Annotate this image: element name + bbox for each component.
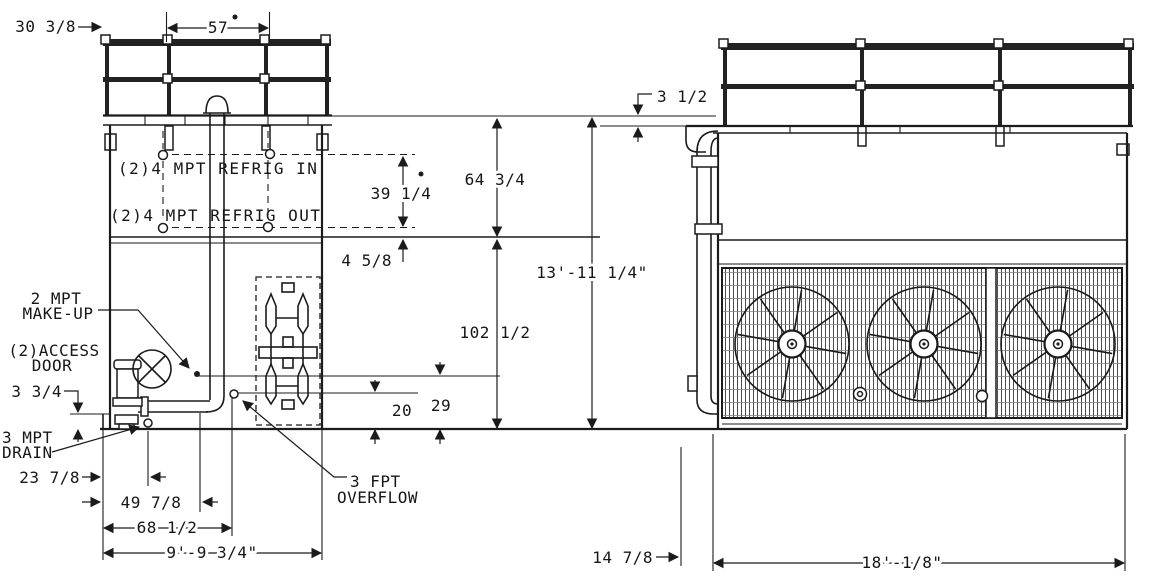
refrig-connections xyxy=(157,131,415,234)
pipe-hood xyxy=(685,126,706,153)
dim-makeup-height: 29 xyxy=(431,396,451,415)
label-makeup-line1: 2 MPT xyxy=(31,289,82,308)
right-railing xyxy=(718,38,1134,156)
access-door-symbol xyxy=(132,349,172,389)
left-view xyxy=(70,34,1127,431)
dim-refrig-spacing: 39 1/4 xyxy=(371,184,432,203)
dim-pump-offset: 49 7/8 xyxy=(121,493,182,512)
label-access-line1: (2)ACCESS xyxy=(8,341,99,360)
drain-bung-icon xyxy=(975,389,989,403)
refrig-out-port xyxy=(157,222,169,234)
asterisk-marker xyxy=(418,171,424,177)
refrig-in-port xyxy=(264,148,276,160)
label-refrig-out: (2)4 MPT REFRIG OUT xyxy=(110,206,322,225)
dim-overall-height: 13'-11 1/4" xyxy=(536,263,647,282)
dim-overall-width: 9'-9 3/4" xyxy=(166,543,257,562)
asterisk-marker xyxy=(232,14,238,20)
drain-connection-point xyxy=(143,418,153,428)
right-view xyxy=(685,38,1134,429)
refrig-out-port xyxy=(262,221,274,233)
label-overflow-line1: 3 FPT xyxy=(350,472,401,491)
left-unit-body xyxy=(70,114,1127,431)
vent-riser-pipe xyxy=(138,95,231,417)
dim-overflow-height: 20 xyxy=(392,401,412,420)
spray-pump-assembly xyxy=(112,359,143,430)
dimensions: 30 3/8 57 (2)4 MPT REFRIG IN (2)4 MPT RE… xyxy=(2,12,1126,575)
label-refrig-in: (2)4 MPT REFRIG IN xyxy=(118,159,318,178)
dim-upper-section: 64 3/4 xyxy=(465,170,526,189)
right-unit-body xyxy=(685,124,1133,429)
dim-overflow-offset: 68 1/2 xyxy=(137,518,198,537)
label-access-line2: DOOR xyxy=(32,356,73,375)
dim-overall-length: 18'-1/8" xyxy=(861,553,942,572)
makeup-connection-point xyxy=(194,371,200,377)
label-overflow-line2: OVERFLOW xyxy=(337,488,418,507)
dim-post-spacing: 57 xyxy=(208,18,228,37)
dim-lower-section: 102 1/2 xyxy=(460,323,531,342)
grille-divider xyxy=(985,267,997,419)
label-makeup-line2: MAKE-UP xyxy=(23,304,94,323)
label-drain-line2: DRAIN xyxy=(2,443,53,462)
label-drain-line1: 3 MPT xyxy=(2,428,53,447)
left-railing xyxy=(100,34,331,151)
refrig-in-port xyxy=(157,149,169,161)
dim-deck-step: 3 1/2 xyxy=(657,87,708,106)
dim-rail-offset: 30 3/8 xyxy=(15,17,76,36)
dim-pipe-offset: 14 7/8 xyxy=(592,548,653,567)
riser-pipe-right xyxy=(687,130,723,415)
dim-drain-height: 3 3/4 xyxy=(11,382,62,401)
dim-deck-offset: 4 5/8 xyxy=(341,251,392,270)
overflow-connection-point xyxy=(229,389,239,399)
internal-ladder-detail xyxy=(255,276,321,426)
dim-drain-offset: 23 7/8 xyxy=(19,468,80,487)
